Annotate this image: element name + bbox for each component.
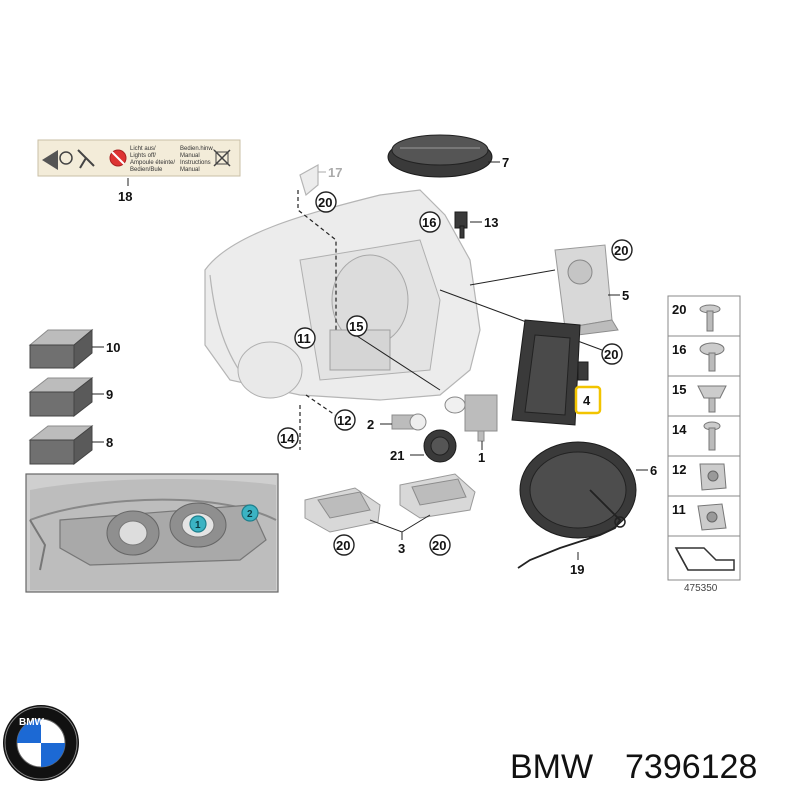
control-module-5 xyxy=(554,244,619,337)
screw-16-icon xyxy=(699,342,725,372)
headlight-housing xyxy=(204,163,481,401)
cap-21 xyxy=(423,429,457,463)
callout-6: 6 xyxy=(650,463,657,478)
headlight-cover-cap xyxy=(387,134,493,178)
warning-line-2: Lights off/ xyxy=(130,153,156,159)
table-label-12: 12 xyxy=(672,462,686,477)
callout-5: 5 xyxy=(622,288,629,303)
table-label-20: 20 xyxy=(672,302,686,317)
cover-6 xyxy=(519,441,637,539)
screw-15-icon xyxy=(697,385,727,413)
warning-line-1: Licht aus/ xyxy=(130,146,156,152)
callout-7: 7 xyxy=(502,155,509,170)
table-label-16: 16 xyxy=(672,342,686,357)
clip-nut-12-icon xyxy=(699,463,727,491)
callout-10: 10 xyxy=(106,340,120,355)
cable-19 xyxy=(517,489,622,569)
callout-12: 12 xyxy=(337,413,351,428)
callout-1: 1 xyxy=(478,450,485,465)
callout-3: 3 xyxy=(398,541,405,556)
callout-13: 13 xyxy=(484,215,498,230)
repair-kit-8 xyxy=(28,424,94,466)
warning-line-4: Bedien/Bule xyxy=(130,167,163,173)
screw-20-icon xyxy=(699,304,721,332)
repair-kit-10 xyxy=(28,328,94,370)
inset-marker-2: 2 xyxy=(247,509,253,520)
callout-17: 17 xyxy=(328,165,342,180)
small-parts-table: 20 16 15 14 12 11 xyxy=(667,295,741,581)
warning-line-r3: Instructions xyxy=(180,160,211,166)
callout-18: 18 xyxy=(118,189,132,204)
inset-marker-1: 1 xyxy=(195,520,201,531)
screw-14-icon xyxy=(703,421,721,451)
callout-14: 14 xyxy=(280,431,295,446)
callout-8: 8 xyxy=(106,435,113,450)
table-label-15: 15 xyxy=(672,382,686,397)
arrow-symbol-icon xyxy=(674,547,735,571)
logo-letters: BMW xyxy=(19,717,45,728)
led-modules-3 xyxy=(304,473,476,533)
repair-kit-9 xyxy=(28,376,94,418)
highlight-box xyxy=(574,385,602,415)
warning-line-3: Ampoule éteinte/ xyxy=(130,160,175,166)
callout-21: 21 xyxy=(390,448,404,463)
bmw-logo: BMW xyxy=(3,705,79,781)
warning-line-r1: Bedien.hinw. xyxy=(180,146,214,152)
callout-15: 15 xyxy=(349,319,363,334)
callout-4: 4 xyxy=(583,393,591,408)
part-number-brand: BMW xyxy=(510,748,593,786)
callout-11-a: 11 xyxy=(297,331,311,346)
connector-13 xyxy=(454,211,468,239)
module-4 xyxy=(511,319,589,426)
callout-20-a: 20 xyxy=(318,195,332,210)
callout-20-c: 20 xyxy=(604,347,618,362)
warning-line-r4: Manual xyxy=(180,167,200,173)
clip-nut-11-icon xyxy=(697,503,727,531)
table-label-11: 11 xyxy=(672,502,686,517)
part-number-code: 7396128 xyxy=(625,748,757,786)
callout-20-b: 20 xyxy=(614,243,628,258)
warning-label: Licht aus/ Lights off/ Ampoule éteinte/ … xyxy=(37,139,241,177)
inset-headlight-view xyxy=(25,473,279,593)
callout-16: 16 xyxy=(422,215,436,230)
callout-9: 9 xyxy=(106,387,113,402)
bulb-2 xyxy=(391,413,427,431)
callout-2: 2 xyxy=(367,417,374,432)
callout-20-d: 20 xyxy=(336,538,350,553)
bulb-1 xyxy=(444,394,498,442)
diagram-reference-number: 475350 xyxy=(684,583,718,594)
callout-19: 19 xyxy=(570,562,584,577)
warning-line-r2: Manual xyxy=(180,153,200,159)
callout-20-e: 20 xyxy=(432,538,446,553)
table-label-14: 14 xyxy=(672,422,687,437)
